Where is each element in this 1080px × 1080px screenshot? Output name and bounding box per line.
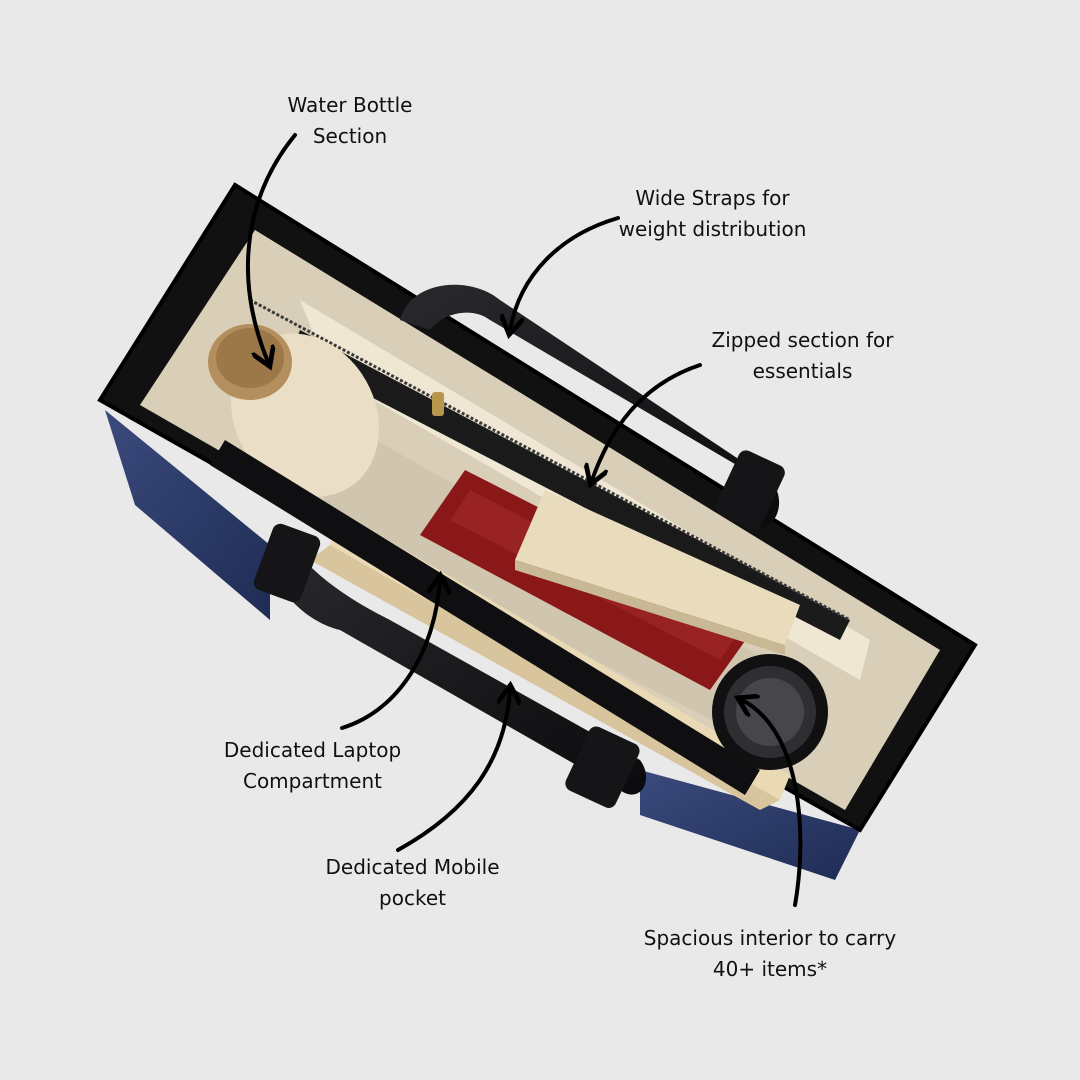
zipped-pocket	[290, 330, 850, 640]
arrow-zipped-section	[592, 363, 702, 480]
water-bottle-cap-top	[216, 328, 284, 388]
callout-laptop-line1: Dedicated Laptop	[223, 738, 402, 762]
zipper-track	[249, 298, 851, 622]
callout-laptop-line2: Compartment	[242, 769, 382, 793]
arrow-water-bottle	[245, 133, 297, 362]
callout-zipped-section-line1: Zipped section for	[711, 328, 894, 352]
callout-laptop: Dedicated Laptop Compartment	[200, 735, 425, 797]
book	[515, 490, 800, 645]
callout-interior-line2: 40+ items*	[712, 957, 828, 981]
callout-zipped-section: Zipped section for essentials	[690, 325, 915, 387]
callout-water-bottle: Water Bottle Section	[250, 90, 450, 152]
bag-front-wall	[210, 440, 760, 795]
bag-denim-side-bottom	[640, 770, 860, 880]
callout-water-bottle-line2: Section	[312, 124, 388, 148]
callout-interior-line1: Spacious interior to carry	[643, 926, 897, 950]
callout-mobile-line2: pocket	[379, 886, 446, 910]
zipper-pull	[432, 392, 444, 416]
arrow-wide-straps	[510, 216, 620, 330]
bag-denim-side-left	[105, 410, 270, 620]
tumbler-lid-inner	[736, 678, 804, 746]
arrow-mobile	[396, 690, 510, 852]
front-handle	[269, 540, 647, 795]
back-handle-tab	[715, 450, 785, 530]
book-edge	[515, 560, 785, 655]
front-handle-tab-right	[565, 726, 640, 808]
arrow-laptop	[340, 580, 440, 730]
callout-wide-straps-line2: weight distribution	[618, 217, 807, 241]
callout-mobile: Dedicated Mobile pocket	[300, 852, 525, 914]
callout-water-bottle-line1: Water Bottle	[287, 93, 413, 117]
callout-interior: Spacious interior to carry 40+ items*	[610, 923, 930, 985]
callout-wide-straps-line1: Wide Straps for	[635, 186, 790, 210]
front-handle-tab-left	[253, 523, 321, 603]
callout-wide-straps: Wide Straps for weight distribution	[600, 183, 825, 245]
callout-mobile-line1: Dedicated Mobile	[325, 855, 500, 879]
arrow-interior	[742, 700, 803, 907]
callout-zipped-section-line2: essentials	[752, 359, 853, 383]
